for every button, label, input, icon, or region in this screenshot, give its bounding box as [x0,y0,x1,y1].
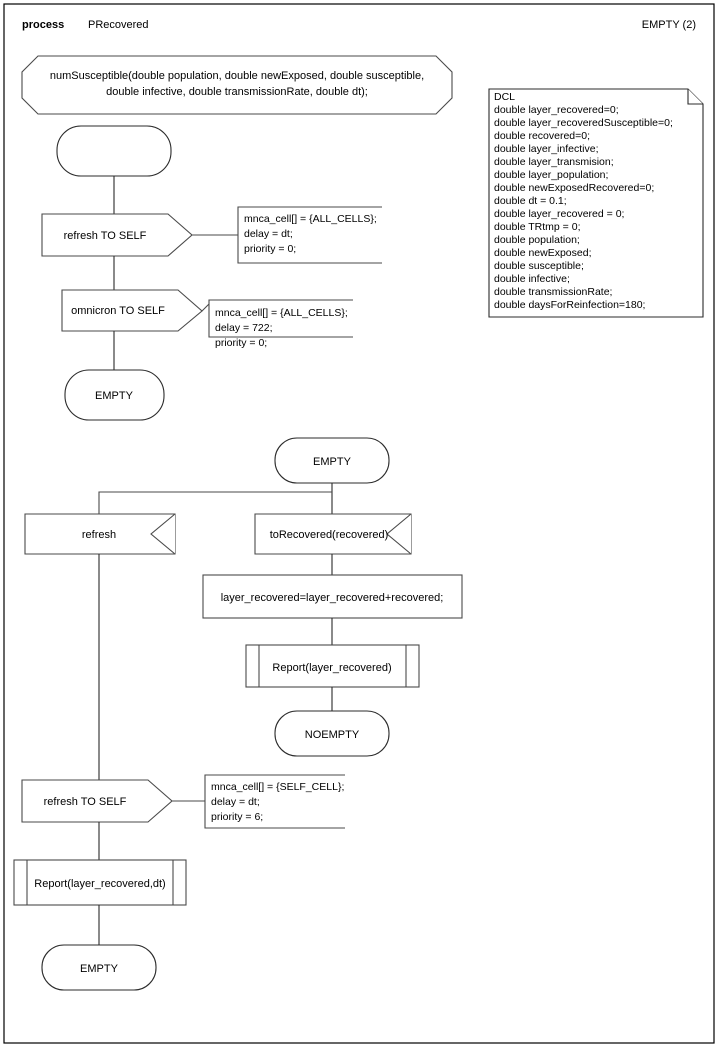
branch-b-input-refresh-notch [150,513,176,555]
dcl-line: double TRtmp = 0; [494,221,580,233]
branch-b-task-label: layer_recovered=layer_recovered+recovere… [221,592,444,604]
procedure-signature-line1: numSusceptible(double population, double… [50,70,424,82]
branch-b-start-state-label: EMPTY [313,456,352,468]
branch-a-start-state[interactable] [56,125,172,177]
comment-line: mnca_cell[] = {SELF_CELL}; [211,781,344,793]
dcl-line: double layer_transmision; [494,156,614,168]
dcl-line: double layer_population; [494,169,608,181]
comment-line: mnca_cell[] = {ALL_CELLS}; [244,213,377,225]
dcl-note-fold [687,89,703,105]
branch-a-output-omnicron[interactable] [61,289,203,332]
branch-b-procedure-call-2-label: Report(layer_recovered,dt) [34,878,165,890]
branch-a-output-omnicron-label: omnicron TO SELF [71,305,165,317]
branch-b-procedure-call-label: Report(layer_recovered) [272,662,391,674]
dcl-line: double susceptible; [494,260,584,272]
comment-box-a1 [237,206,382,264]
branch-b-procedure-call-box[interactable] [245,644,420,688]
branch-b-output-refresh-self-label: refresh TO SELF [44,796,127,808]
dcl-line: double recovered=0; [494,130,590,142]
branch-b-final-state[interactable] [41,944,157,991]
dcl-line: double transmissionRate; [494,286,612,298]
dcl-line: double layer_infective; [494,143,598,155]
branch-a-end-state[interactable] [64,369,165,421]
branch-b-input-torecovered-notch [386,513,412,555]
dcl-line: double newExposed; [494,247,592,259]
branch-b-task-box[interactable] [202,574,463,619]
header-process-name: PRecovered [88,19,149,31]
dcl-line: double dt = 0.1; [494,195,567,207]
comment-line: priority = 0; [215,337,267,349]
header-keyword: process [22,19,64,31]
dcl-line: double layer_recoveredSusceptible=0; [494,117,673,129]
branch-a-end-state-label: EMPTY [95,390,134,402]
dcl-line: double layer_recovered=0; [494,104,619,116]
comment-box-b1 [204,774,345,829]
comment-line: delay = dt; [211,796,260,808]
comment-leader-a2 [201,303,210,312]
branch-b-noempty-state[interactable] [274,710,390,757]
branch-b-input-refresh-label: refresh [82,529,116,541]
comment-line: mnca_cell[] = {ALL_CELLS}; [215,307,348,319]
dcl-declaration-list: double layer_recovered=0; double layer_r… [494,104,673,311]
comment-box-a2 [208,299,353,338]
comment-line: priority = 0; [244,243,296,255]
branch-b-final-state-label: EMPTY [80,963,119,975]
dcl-note-box[interactable] [488,88,704,318]
dcl-line: double daysForReinfection=180; [494,299,645,311]
dcl-line: double infective; [494,273,570,285]
branch-a-output-refresh[interactable] [41,213,193,257]
comment-line: delay = dt; [244,228,293,240]
dcl-title: DCL [494,91,515,103]
dcl-line: double population; [494,234,580,246]
connector-b-split-left [98,491,332,514]
comment-line: priority = 6; [211,811,263,823]
dcl-line: double newExposedRecovered=0; [494,182,654,194]
dcl-line: double layer_recovered = 0; [494,208,624,220]
branch-a-output-refresh-label: refresh TO SELF [64,230,147,242]
branch-b-noempty-state-label: NOEMPTY [305,729,360,741]
comment-line: delay = 722; [215,322,273,334]
procedure-signature-box[interactable] [21,55,453,115]
procedure-signature-line2: double infective, double transmissionRat… [106,86,368,98]
branch-b-procedure-call-2-box[interactable] [13,859,187,906]
branch-b-input-torecovered-label: toRecovered(recovered) [270,529,389,541]
branch-b-output-refresh-self[interactable] [21,779,173,823]
header-page-label: EMPTY (2) [642,19,696,31]
page-frame [3,3,715,1044]
